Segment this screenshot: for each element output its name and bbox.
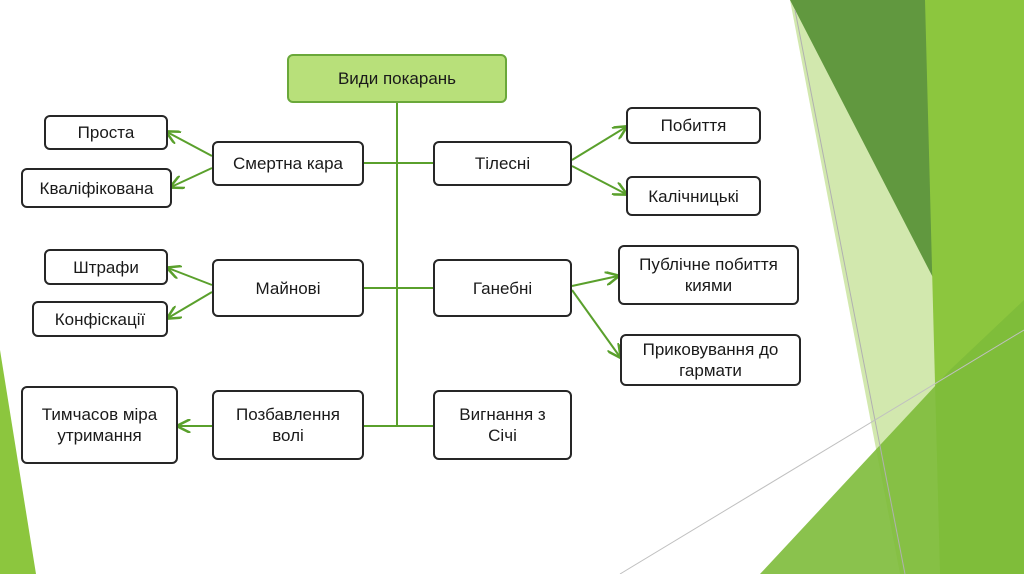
arrow-confiscation xyxy=(168,291,213,318)
arrow-public-beating xyxy=(571,276,618,287)
category-death-penalty: Смертна кара xyxy=(212,141,364,186)
item-fines: Штрафи xyxy=(44,249,168,285)
arrow-fines xyxy=(168,268,213,286)
arrow-chaining xyxy=(571,289,620,357)
item-public-beating: Публічне побиття киями xyxy=(618,245,799,305)
item-temporary-detention: Тимчасов міра утримання xyxy=(21,386,178,464)
root-node: Види покарань xyxy=(287,54,507,103)
arrow-beating xyxy=(571,127,626,161)
decor-line-a xyxy=(794,9,906,574)
arrow-mutilating xyxy=(571,165,626,194)
decor-shape-dark xyxy=(790,0,960,330)
item-beating: Побиття xyxy=(626,107,761,144)
category-deprivation-of-liberty: Позбавлення волі xyxy=(212,390,364,460)
category-shameful: Ганебні xyxy=(433,259,572,317)
arrow-qualified xyxy=(171,167,213,187)
item-chaining-to-cannon: Приковування до гармати xyxy=(620,334,801,386)
item-confiscation: Конфіскації xyxy=(32,301,168,337)
item-qualified: Кваліфікована xyxy=(21,168,172,208)
decor-shape-left xyxy=(0,350,36,574)
item-simple: Проста xyxy=(44,115,168,150)
item-mutilating: Калічницькі xyxy=(626,176,761,216)
decor-line-b xyxy=(619,329,1024,574)
category-corporal: Тілесні xyxy=(433,141,572,186)
category-property: Майнові xyxy=(212,259,364,317)
decor-shape-band xyxy=(760,300,1024,574)
arrow-simple xyxy=(167,132,213,157)
category-exile: Вигнання з Січі xyxy=(433,390,572,460)
